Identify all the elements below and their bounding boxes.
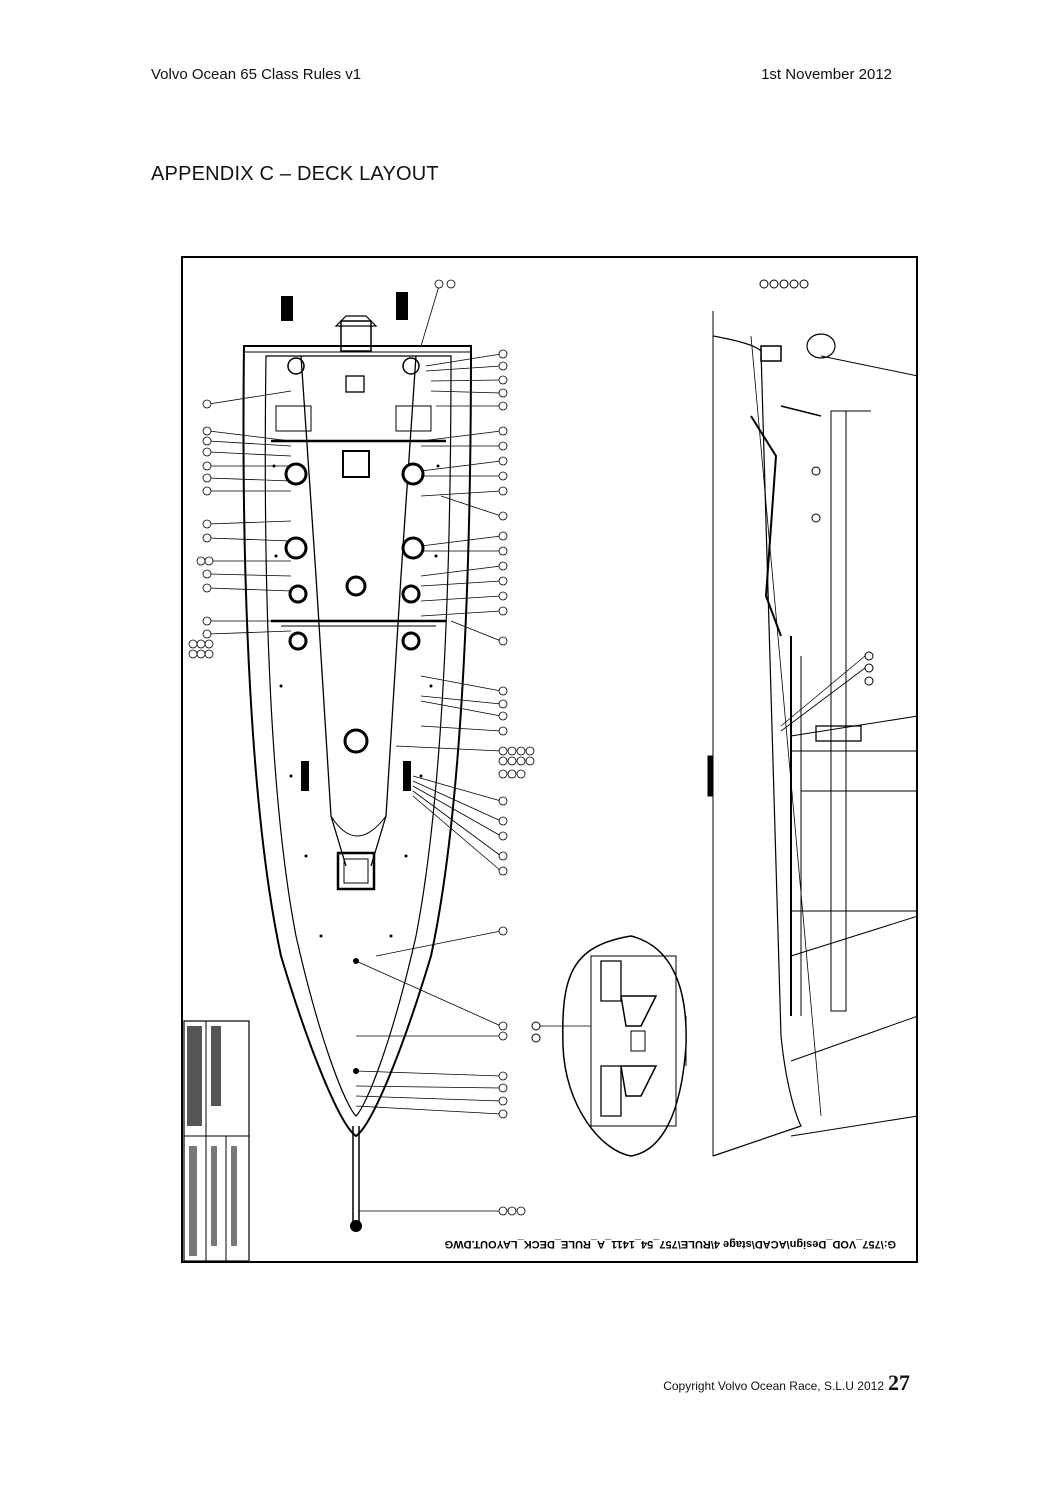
side-profile bbox=[707, 279, 918, 1157]
drawing-frame bbox=[181, 256, 918, 1263]
page-footer: Copyright Volvo Ocean Race, S.L.U 2012 2… bbox=[663, 1370, 910, 1396]
deck-plan bbox=[242, 315, 473, 1232]
callouts bbox=[188, 279, 535, 1216]
copyright-text: Copyright Volvo Ocean Race, S.L.U 2012 bbox=[663, 1379, 884, 1393]
running-header-date: 1st November 2012 bbox=[761, 66, 892, 83]
section-detail bbox=[531, 935, 687, 1157]
top-labels bbox=[281, 292, 408, 321]
deck-edge bbox=[264, 355, 452, 1117]
page-number: 27 bbox=[888, 1370, 910, 1395]
deck-layout-drawing: G:\757_VOD_Design\ACAD\stage 4\RULE\757_… bbox=[181, 256, 918, 1263]
drawing-path-label: G:\757_VOD_Design\ACAD\stage 4\RULE\757_… bbox=[445, 1238, 896, 1250]
running-header-title: Volvo Ocean 65 Class Rules v1 bbox=[151, 66, 362, 83]
appendix-title: APPENDIX C – DECK LAYOUT bbox=[151, 163, 439, 185]
winches bbox=[284, 462, 425, 754]
title-block bbox=[183, 1020, 250, 1262]
hull-outline bbox=[242, 345, 473, 1138]
